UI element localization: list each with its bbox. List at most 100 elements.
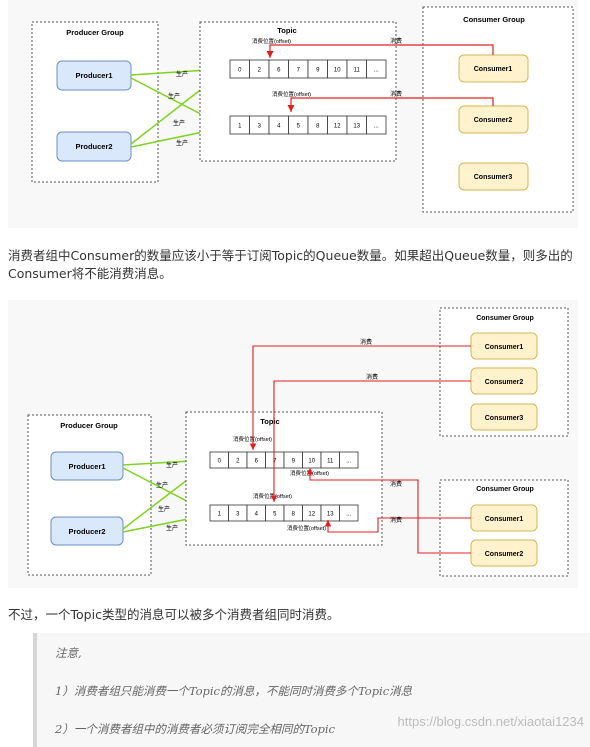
producer1-label: Producer1 bbox=[75, 71, 112, 80]
queue-cell-value: ... bbox=[346, 459, 351, 465]
consumer1-label: Consumer1 bbox=[474, 66, 513, 73]
queue-1: 0 2 6 7 9 10 11... bbox=[229, 59, 387, 79]
producer-group-label: Producer Group bbox=[66, 28, 124, 37]
queue-cell-value: 10 bbox=[334, 68, 341, 74]
consume-label: 消费 bbox=[360, 338, 372, 346]
queue-cell bbox=[366, 115, 387, 135]
consumer3-label: Consumer3 bbox=[485, 415, 524, 422]
paragraph-2: 不过，一个Topic类型的消息可以被多个消费者组同时消费。 bbox=[8, 607, 340, 622]
queue-cell-value: 0 bbox=[218, 459, 222, 465]
consumer-group-top-label: Consumer Group bbox=[476, 315, 534, 322]
consumer1-label: Consumer1 bbox=[485, 344, 524, 351]
diagram-2-panel: Producer Group Producer1 Producer2 生产 生产… bbox=[8, 300, 578, 588]
produce-label: 生产 bbox=[166, 524, 178, 532]
consumer1-label: Consumer1 bbox=[485, 516, 524, 523]
queue-cell-value: ... bbox=[374, 124, 379, 130]
consume-line bbox=[249, 345, 471, 450]
producer1-box bbox=[50, 451, 124, 481]
consumer2-label: Consumer2 bbox=[485, 551, 524, 558]
queue-1: 0 2 6 7 9 10 11... bbox=[209, 451, 359, 469]
consume-label: 消费 bbox=[390, 480, 402, 488]
queue-cell-value: 2 bbox=[236, 459, 240, 465]
consume-line bbox=[270, 380, 471, 502]
consume-label: 消费 bbox=[390, 37, 402, 45]
watermark: https://blog.csdn.net/xiaotai1234 bbox=[397, 714, 584, 729]
produce-label: 生产 bbox=[173, 119, 185, 127]
queue-cell bbox=[366, 59, 387, 79]
topic-box bbox=[185, 411, 383, 546]
queue-cell-value: 4 bbox=[277, 124, 281, 130]
queue-cell-value: 8 bbox=[292, 512, 296, 518]
queue-cell-value: 3 bbox=[258, 124, 262, 130]
consumer2-label: Consumer2 bbox=[474, 117, 513, 124]
diagram-1: Producer Group Producer1 Producer2 生产 生产… bbox=[31, 6, 574, 213]
producer2-box bbox=[50, 516, 124, 546]
producer1-label: Producer1 bbox=[68, 462, 105, 471]
queue-cell-value: 10 bbox=[308, 459, 315, 465]
queue-cell-value: 7 bbox=[297, 68, 301, 74]
produce-label: 生产 bbox=[176, 139, 188, 147]
queue-cell-value: 5 bbox=[273, 512, 277, 518]
consumer-group-bottom-label: Consumer Group bbox=[476, 486, 534, 493]
consumer3-label: Consumer3 bbox=[474, 174, 513, 181]
queue-cell-value: 7 bbox=[273, 459, 277, 465]
consume-label: 消费 bbox=[390, 516, 402, 524]
topic-label: Topic bbox=[277, 26, 296, 35]
producer1-box bbox=[56, 60, 132, 91]
queue-cell-value: 9 bbox=[292, 459, 296, 465]
consume-line bbox=[306, 468, 471, 554]
queue-cell-value: ... bbox=[346, 512, 351, 518]
queue-cell-value: 12 bbox=[308, 512, 315, 518]
queue-cell-value: 2 bbox=[258, 68, 262, 74]
diagram-2: Producer Group Producer1 Producer2 生产 生产… bbox=[27, 307, 569, 577]
note-block: 注意, 1）消费者组只能消费一个Topic的消息，不能同时消费多个Topic消息… bbox=[33, 633, 590, 747]
produce-label: 生产 bbox=[168, 92, 180, 100]
producer2-label: Producer2 bbox=[75, 142, 112, 151]
queue-cell bbox=[339, 504, 359, 522]
queue-cell-value: 11 bbox=[327, 459, 334, 465]
offset-label: 消费位置(offset) bbox=[272, 90, 311, 98]
queue-cell bbox=[339, 451, 359, 469]
queue-cell-value: 1 bbox=[218, 512, 222, 518]
paragraph-1: 消费者组中Consumer的数量应该小于等于订阅Topic的Queue数量。如果… bbox=[8, 248, 573, 281]
consume-line bbox=[287, 97, 494, 112]
topic-label: Topic bbox=[260, 417, 279, 426]
producer2-label: Producer2 bbox=[68, 527, 105, 536]
consume-line bbox=[266, 44, 494, 58]
produce-label: 生产 bbox=[166, 461, 178, 469]
queue-cell-value: 3 bbox=[236, 512, 240, 518]
consumer-group-label: Consumer Group bbox=[463, 15, 525, 24]
queue-cell-value: 6 bbox=[277, 68, 281, 74]
queue-cell-value: 5 bbox=[297, 124, 301, 130]
consumer3-box bbox=[470, 403, 538, 431]
producer-group-label: Producer Group bbox=[60, 421, 118, 430]
diagram-1-panel: Producer Group Producer1 Producer2 生产 生产… bbox=[8, 0, 578, 228]
queue-cell-value: 8 bbox=[316, 124, 320, 130]
consumer2-label: Consumer2 bbox=[485, 379, 524, 386]
queue-cell-value: 0 bbox=[238, 68, 242, 74]
queue-cell-value: ... bbox=[374, 68, 379, 74]
note-title: 注意, bbox=[55, 646, 82, 660]
queue-cell-value: 11 bbox=[354, 68, 361, 74]
queue-cell-value: 13 bbox=[353, 124, 360, 130]
producer-group-box bbox=[27, 414, 152, 576]
consume-label: 消费 bbox=[390, 90, 402, 98]
queue-cell-value: 13 bbox=[327, 512, 334, 518]
queue-cell-value: 9 bbox=[316, 68, 320, 74]
queue-cell-value: 6 bbox=[255, 459, 259, 465]
queue-cell-value: 12 bbox=[334, 124, 341, 130]
queue-cell-value: 1 bbox=[238, 124, 242, 130]
note-line-2: 2）一个消费者组中的消费者必须订阅完全相同的Topic bbox=[55, 722, 335, 736]
note-line-1: 1）消费者组只能消费一个Topic的消息，不能同时消费多个Topic消息 bbox=[55, 684, 413, 698]
queue-cell-value: 4 bbox=[255, 512, 259, 518]
consumer3-box bbox=[458, 162, 529, 191]
produce-label: 生产 bbox=[156, 481, 168, 489]
produce-label: 生产 bbox=[158, 505, 170, 513]
offset-label: 消费位置(offset) bbox=[287, 524, 326, 532]
consume-line bbox=[324, 517, 471, 533]
offset-label: 消费位置(offset) bbox=[253, 492, 292, 500]
produce-label: 生产 bbox=[176, 70, 188, 78]
offset-label: 消费位置(offset) bbox=[252, 37, 291, 45]
